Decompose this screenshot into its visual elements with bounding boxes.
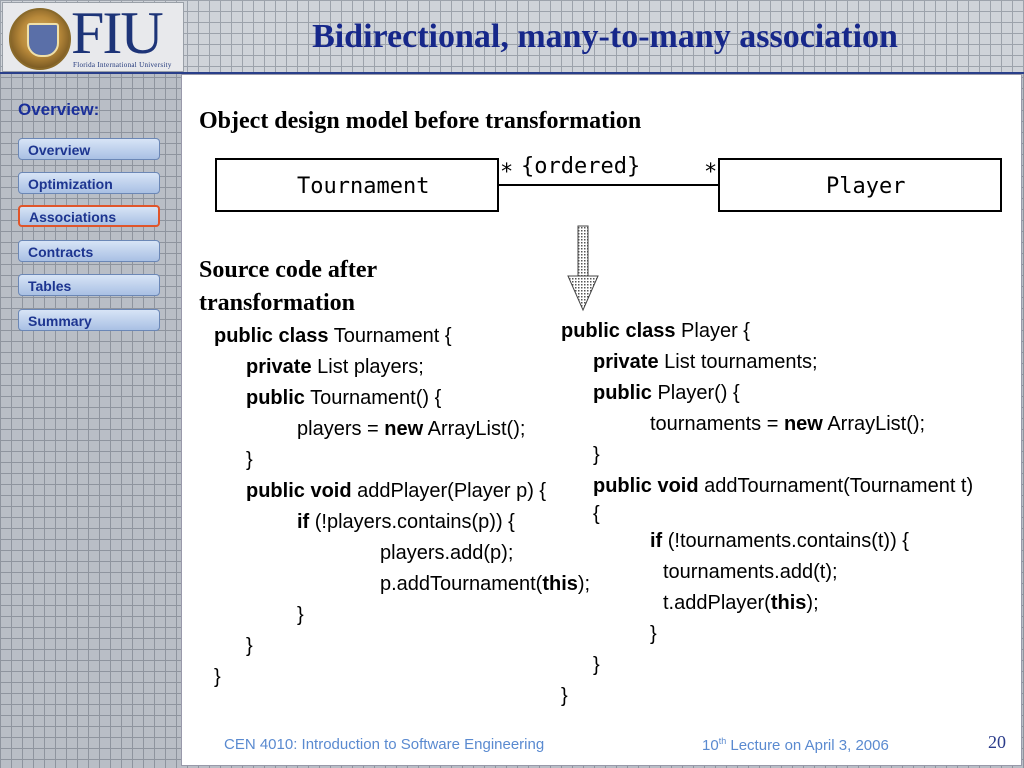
code-line: } [593,444,600,466]
source-heading-line1: Source code after [199,257,378,283]
source-heading-line2: transformation [199,290,355,316]
fiu-logo: FIU Florida International University [2,0,184,72]
code-line: public class Tournament { [214,325,452,347]
code-line: tournaments.add(t); [663,561,838,583]
university-seal-icon [9,8,71,70]
tournament-code: public class Tournament { private List p… [214,321,590,693]
ordered-constraint: {ordered} [521,154,641,179]
diagram-heading: Object design model before transformatio… [199,108,642,134]
code-line: public void addTournament(Tournament t) [593,475,974,497]
nav-item-associations[interactable]: Associations [18,205,160,227]
nav-item-overview[interactable]: Overview [18,138,160,160]
association-line [497,184,718,186]
header-bar: FIU Florida International University Bid… [0,0,1024,74]
right-multiplicity: * [704,160,718,185]
uml-class-player-name: Player [826,174,906,199]
source-heading: Source code after transformation [199,254,377,320]
code-line: if (!tournaments.contains(t)) { [650,530,909,552]
nav-item-tables[interactable]: Tables [18,274,160,296]
left-multiplicity: * [500,160,514,185]
code-line: public void addPlayer(Player p) { [246,480,547,502]
uml-class-tournament-name: Tournament [297,174,430,199]
code-line: } [214,666,221,688]
code-line: if (!players.contains(p)) { [297,511,515,533]
nav-item-optimization[interactable]: Optimization [18,172,160,194]
uml-class-tournament: Tournament [215,158,499,212]
footer-course: CEN 4010: Introduction to Software Engin… [224,736,545,753]
nav-title: Overview: [18,100,100,119]
logo-subtext: Florida International University [73,61,172,69]
code-line: players = new ArrayList(); [297,418,526,440]
transform-arrow-icon [567,225,599,312]
nav-item-summary[interactable]: Summary [18,309,160,331]
code-line: } [650,623,657,645]
player-code: public class Player { private List tourn… [561,316,973,712]
code-line: } [246,449,253,471]
code-line: } [561,685,568,707]
nav-item-contracts[interactable]: Contracts [18,240,160,262]
code-line: private List players; [246,356,424,378]
code-line: players.add(p); [380,542,514,564]
code-line: private List tournaments; [593,351,818,373]
code-line: } [297,604,304,626]
page-number: 20 [988,732,1006,752]
uml-class-player: Player [718,158,1002,212]
code-line: t.addPlayer(this); [663,592,819,614]
code-line: } [593,654,600,676]
code-line: public Tournament() { [246,387,442,409]
slide-title: Bidirectional, many-to-many association [312,18,898,55]
code-line: } [246,635,253,657]
code-line: { [593,503,600,525]
code-line: public class Player { [561,320,750,342]
code-line: public Player() { [593,382,740,404]
footer-lecture: 10th Lecture on April 3, 2006 [702,736,889,754]
code-line: tournaments = new ArrayList(); [650,413,926,435]
logo-text: FIU [71,0,164,66]
code-line: p.addTournament(this); [380,573,591,595]
